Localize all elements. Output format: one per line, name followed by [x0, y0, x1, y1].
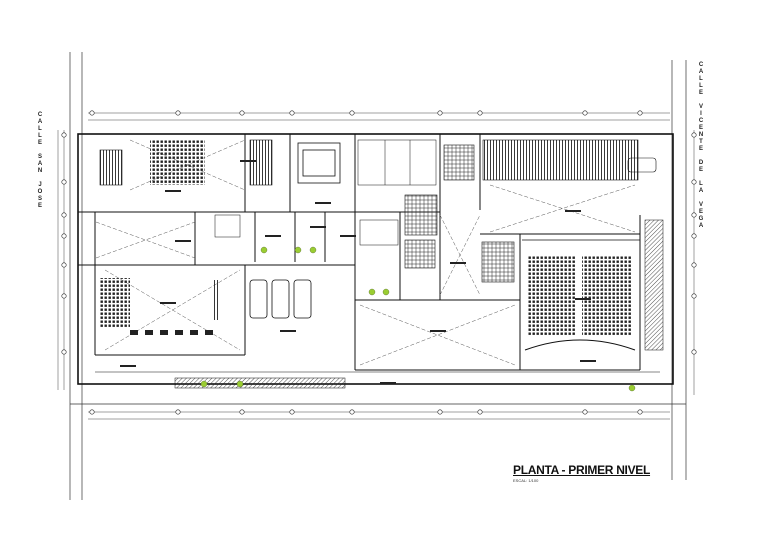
room-tag: [175, 240, 191, 242]
grid-bubble: [61, 132, 67, 138]
interior-walls: [78, 134, 641, 371]
grid-bubble: [61, 233, 67, 239]
room-tag: [280, 330, 296, 332]
dimension-lines: [57, 112, 695, 420]
room-tag: [580, 360, 596, 362]
grid-bubble: [61, 179, 67, 185]
grid-bubble: [691, 349, 697, 355]
grid-bubble: [437, 110, 443, 116]
drawing-scale: ESCAL: 1/100: [513, 478, 539, 483]
grid-bubble: [437, 409, 443, 415]
grid-bubble: [89, 110, 95, 116]
street-boundaries: [69, 52, 687, 500]
grid-bubble: [89, 409, 95, 415]
grid-bubble: [175, 409, 181, 415]
plants: [200, 246, 636, 392]
room-tag: [160, 302, 176, 304]
grid-bubble: [691, 262, 697, 268]
room-tag: [310, 226, 326, 228]
grid-bubble: [289, 409, 295, 415]
parking-vehicles: [249, 279, 312, 319]
grid-bubble: [61, 262, 67, 268]
grid-bubble: [691, 212, 697, 218]
drawing-title: PLANTA - PRIMER NIVEL: [513, 463, 651, 477]
grid-bubble: [239, 110, 245, 116]
room-tag: [380, 382, 396, 384]
classroom-seating-top: [150, 140, 205, 185]
grid-bubble: [61, 212, 67, 218]
room-tag: [565, 210, 581, 212]
grid-bubble: [61, 293, 67, 299]
grid-bubble: [582, 110, 588, 116]
auditorium-seating: [522, 239, 640, 351]
planter-strip: [644, 219, 664, 351]
restroom-fixtures: [214, 139, 437, 246]
grid-bubble: [239, 409, 245, 415]
grid-bubble: [637, 409, 643, 415]
grid-bubble: [691, 132, 697, 138]
room-tag: [120, 365, 136, 367]
room-tags: [120, 160, 596, 384]
room-tag: [165, 190, 181, 192]
room-tag: [265, 235, 281, 237]
grid-bubble: [691, 293, 697, 299]
grid-bubble: [691, 179, 697, 185]
room-tag: [450, 262, 466, 264]
grid-bubble: [691, 233, 697, 239]
office-desks: [130, 280, 218, 335]
room-tag: [575, 298, 591, 300]
classroom-seating-left: [100, 278, 130, 328]
room-tag: [240, 160, 256, 162]
street-car: [627, 157, 657, 173]
grid-bubble: [349, 409, 355, 415]
grid-bubble: [175, 110, 181, 116]
grid-bubble: [477, 409, 483, 415]
building-outline: [77, 133, 674, 385]
grid-bubble: [637, 110, 643, 116]
room-tag: [340, 235, 356, 237]
grid-bubble: [582, 409, 588, 415]
grid-bubble: [61, 349, 67, 355]
front-strip: [95, 371, 660, 389]
grid-bubble: [477, 110, 483, 116]
grid-bubbles: [61, 110, 697, 415]
grid-bubble: [289, 110, 295, 116]
room-tag: [315, 202, 331, 204]
grid-bubble: [349, 110, 355, 116]
room-tag: [430, 330, 446, 332]
meeting-table: [297, 142, 341, 184]
title-block: PLANTA - PRIMER NIVEL ESCAL: 1/100: [513, 463, 683, 483]
stair-blocks: [99, 139, 639, 283]
